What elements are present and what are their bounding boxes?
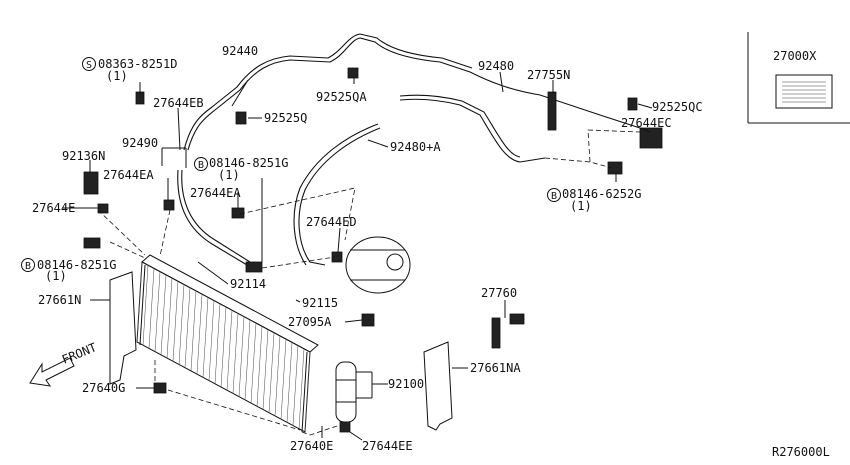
label-27755n: 27755N [527, 68, 570, 82]
label-27644e: 27644E [32, 201, 75, 215]
label-27095a: 27095A [288, 315, 332, 329]
symbol-s: S [86, 60, 92, 71]
fittings [83, 67, 663, 433]
solid-leaders [62, 71, 653, 441]
symbol-b-circle-2-icon [547, 188, 561, 202]
clip-92525qc-icon [627, 97, 638, 111]
label-92440: 92440 [222, 44, 258, 58]
bolt-08146-8251g-b-icon [83, 237, 101, 249]
side-brackets [109, 271, 453, 431]
label-front: FRONT [60, 340, 99, 367]
pressure-switch-27755n-icon [547, 91, 557, 131]
dashed-leaders [97, 129, 641, 436]
label-27644ec: 27644EC [621, 116, 672, 130]
symbol-b-circle-1-icon [194, 157, 208, 171]
block-fitting-icon [639, 127, 663, 149]
label-92525qa: 92525QA [316, 90, 367, 104]
label-08146-6252g: 08146-6252G [562, 187, 641, 201]
label-08363-8251d: 08363-8251D [98, 57, 177, 71]
label-92114: 92114 [230, 277, 266, 291]
oring-27644ed-icon [331, 251, 343, 263]
clip-92525q-icon [235, 111, 247, 125]
mount-27640g-icon [153, 382, 167, 394]
label-08146-6252g-qty: (1) [570, 199, 592, 213]
label-27661na: 27661NA [470, 361, 521, 375]
clip-92525qa-icon [347, 67, 359, 79]
symbol-b-3: B [25, 261, 31, 272]
symbol-b-circle-3-icon [21, 258, 35, 272]
sensor-27760-icon [491, 317, 501, 349]
connector-27760-icon [509, 313, 525, 325]
label-27760: 27760 [481, 286, 517, 300]
condenser-icon [136, 254, 319, 433]
label-27640g: 27640G [82, 381, 125, 395]
label-card-icon [775, 74, 833, 109]
label-27640e: 27640E [290, 439, 333, 453]
label-08146-8251g-a-qty: (1) [218, 168, 240, 182]
upper-pipes [177, 33, 641, 266]
symbol-s-circle-icon [82, 57, 96, 71]
label-27661n: 27661N [38, 293, 81, 307]
label-92480a: 92480+A [390, 140, 441, 154]
label-27644ea-2: 27644EA [190, 186, 241, 200]
label-92480: 92480 [478, 59, 514, 73]
bolt-08146-6252g-icon [607, 161, 623, 175]
receiver-drier-icon [335, 361, 357, 423]
label-92490: 92490 [122, 136, 158, 150]
sensor-92136n-icon [83, 171, 99, 195]
symbol-b-1: B [198, 160, 204, 171]
label-27644ea-1: 27644EA [103, 168, 154, 182]
label-92525q: 92525Q [264, 111, 307, 125]
label-92525qc: 92525QC [652, 100, 703, 114]
circled-symbols: S B B B [21, 57, 561, 272]
inset-box [747, 32, 850, 124]
symbol-b-2: B [551, 191, 557, 202]
compressor-icon [345, 236, 411, 294]
part-labels: 08363-8251D (1) 92440 92480 27755N 27000… [32, 44, 830, 459]
front-arrow-icon [29, 357, 75, 387]
bolt-27095a-icon [361, 313, 375, 327]
oring-27644ea-2-icon [231, 207, 245, 219]
oring-27644ea-icon [163, 199, 175, 211]
label-92136n: 92136N [62, 149, 105, 163]
label-27644ee: 27644EE [362, 439, 413, 453]
diagram-code: R276000L [772, 445, 830, 459]
label-08146-8251g-b: 08146-8251G [37, 258, 116, 272]
label-92115: 92115 [302, 296, 338, 310]
label-27644eb: 27644EB [153, 96, 204, 110]
label-27000x: 27000X [773, 49, 817, 63]
label-92100: 92100 [388, 377, 424, 391]
label-08146-8251g-a: 08146-8251G [209, 156, 288, 170]
bolt-08146-8251g-a-icon [245, 261, 263, 273]
label-27644ed: 27644ED [306, 215, 357, 229]
label-08146-8251g-b-qty: (1) [45, 269, 67, 283]
label-08363-8251d-qty: (1) [106, 69, 128, 83]
